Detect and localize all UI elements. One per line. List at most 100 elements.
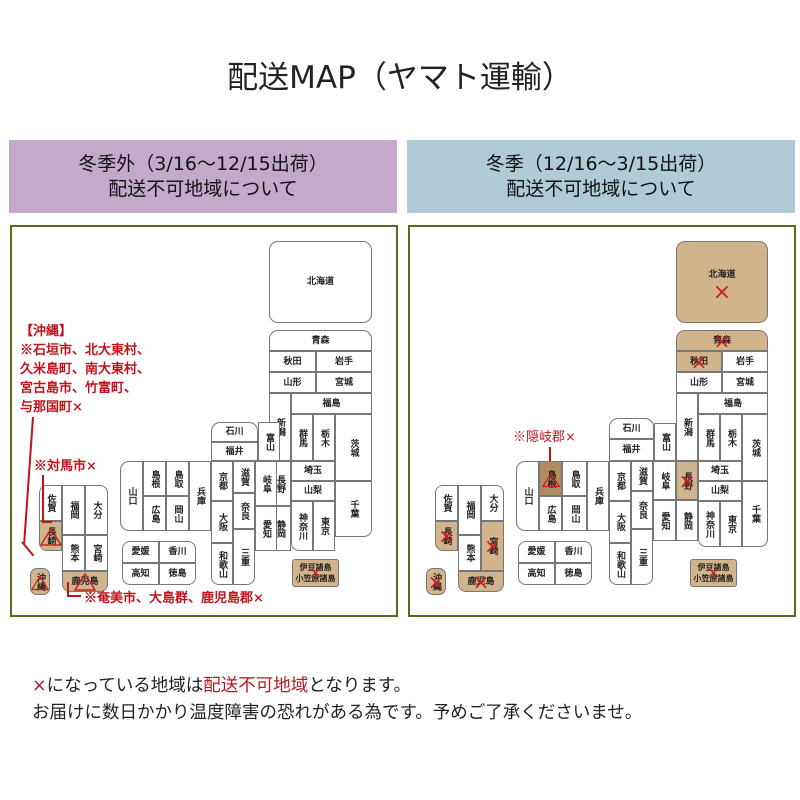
footer-cross-prefix: × — [32, 676, 47, 696]
pref-gunma: 群馬 — [291, 414, 313, 461]
off-season-header-period: 冬季外（3/16〜12/15出荷） — [78, 152, 328, 175]
pref-izu-ogasawara: 伊豆諸島 小笠原諸島 × — [690, 559, 737, 587]
pref-fukushima: 福島 — [291, 393, 372, 414]
pref-miyagi: 宮城 — [316, 372, 372, 393]
pref-shiga: 滋賀 — [631, 461, 653, 491]
pref-nara: 奈良 — [631, 491, 653, 529]
pref-okayama: 岡山 — [562, 496, 587, 531]
pref-wakayama: 和歌山 — [211, 543, 233, 585]
pref-ishikawa: 石川 — [609, 418, 654, 439]
pref-shimane: 島根 — [143, 461, 166, 496]
pref-fukuoka: 福岡 — [458, 485, 481, 535]
pref-fukuoka: 福岡 — [62, 485, 85, 535]
pref-niigata: 新潟 — [676, 393, 698, 461]
pref-tokyo: 東京 — [313, 501, 335, 551]
pref-hyogo: 兵庫 — [587, 461, 609, 531]
leader-line — [42, 475, 44, 522]
pref-mie: 三重 — [233, 529, 255, 585]
pref-nara: 奈良 — [233, 493, 255, 529]
pref-tokushima: 徳島 — [159, 563, 196, 585]
pref-toyama: 富山 — [654, 423, 676, 461]
pref-aomori: 青森 — [269, 330, 372, 351]
leader-line — [23, 416, 34, 544]
pref-wakayama: 和歌山 — [609, 543, 631, 585]
pref-ehime: 愛媛 — [122, 541, 159, 563]
pref-kagawa: 香川 — [159, 541, 196, 563]
pref-tottori: 鳥取 — [166, 461, 189, 496]
pref-yamanashi: 山梨 — [698, 481, 742, 501]
pref-saga: 佐賀 — [39, 485, 62, 521]
pref-gunma: 群馬 — [698, 414, 720, 461]
pref-shiga: 滋賀 — [233, 461, 255, 493]
pref-nagano: 長野 × — [676, 461, 698, 500]
pref-kochi: 高知 — [122, 563, 159, 585]
pref-tottori: 鳥取 — [562, 461, 587, 496]
pref-osaka: 大阪 — [609, 501, 631, 543]
pref-aomori: 青森 × — [676, 330, 768, 351]
pref-shimane: 島根 — [539, 461, 562, 496]
pref-hokkaido: 北海道 × — [676, 241, 768, 323]
pref-kyoto: 京都 — [609, 461, 631, 501]
pref-kanagawa: 神奈川 — [291, 501, 313, 551]
pref-oita: 大分 — [481, 485, 504, 521]
pref-shizuoka: 静岡 — [676, 500, 698, 541]
pref-chiba: 千葉 — [335, 481, 372, 537]
pref-osaka: 大阪 — [211, 501, 233, 543]
winter-header: 冬季（12/16〜3/15出荷） 配送不可地域について — [407, 140, 795, 213]
pref-toyama: 富山 — [258, 422, 280, 461]
pref-tochigi: 栃木 — [313, 414, 335, 461]
pref-hiroshima: 広島 — [539, 496, 562, 531]
pref-yamagata: 山形 — [676, 372, 722, 393]
pref-aichi: 愛知 — [255, 506, 277, 551]
winter-header-subtitle: 配送不可地域について — [506, 177, 696, 200]
pref-gifu: 岐阜 — [653, 461, 676, 500]
pref-miyagi: 宮城 — [722, 372, 768, 393]
pref-tokyo: 東京 — [720, 501, 742, 547]
oki-note: ※隠岐郡× — [513, 430, 576, 445]
pref-okayama: 岡山 — [166, 496, 189, 531]
pref-yamaguchi: 山口 — [516, 461, 539, 531]
okinawa-note: 【沖縄】 ※石垣市、北大東村、 久米島町、南大東村、 宮古島市、竹富町、 与那国… — [20, 324, 151, 415]
pref-gifu: 岐阜 — [255, 461, 277, 506]
leader-line — [21, 541, 35, 557]
pref-miyazaki: 宮崎 × — [481, 521, 504, 571]
pref-okinawa: 沖縄 × — [426, 568, 446, 595]
pref-fukushima: 福島 — [698, 393, 768, 414]
pref-hiroshima: 広島 — [143, 496, 166, 531]
pref-fukui: 福井 — [211, 442, 258, 461]
pref-yamaguchi: 山口 — [120, 461, 143, 531]
pref-aichi: 愛知 — [653, 500, 676, 541]
cross-mark-icon: × — [712, 280, 732, 306]
pref-nagasaki: 長崎 × — [435, 521, 458, 551]
pref-hyogo: 兵庫 — [189, 461, 211, 531]
off-season-map: 北海道 青森 秋田 岩手 山形 宮城 新潟 福島 群馬 栃木 茨城 埼玉 山梨 … — [10, 225, 398, 617]
pref-kumamoto: 熊本 — [62, 535, 85, 571]
leader-line — [549, 447, 551, 461]
pref-izu-ogasawara: 伊豆諸島 小笠原諸島 × — [292, 559, 339, 587]
pref-kanagawa: 神奈川 — [698, 501, 720, 547]
pref-yamagata: 山形 — [269, 372, 316, 393]
pref-ibaraki: 茨城 — [335, 414, 372, 481]
tsushima-note: ※対馬市× — [34, 459, 97, 474]
leader-line — [67, 582, 69, 596]
pref-saitama: 埼玉 — [698, 461, 742, 481]
pref-saitama: 埼玉 — [291, 461, 335, 481]
pref-mie: 三重 — [631, 529, 653, 585]
pref-saga: 佐賀 — [435, 485, 458, 521]
footer-highlight: 配送不可地域 — [203, 676, 309, 696]
pref-iwate: 岩手 — [722, 351, 768, 372]
pref-iwate: 岩手 — [316, 351, 372, 372]
leader-line — [42, 521, 52, 523]
pref-kyoto: 京都 — [211, 461, 233, 501]
footer-line1: ×になっている地域は配送不可地域となります。 — [32, 676, 412, 696]
pref-akita: 秋田 × — [676, 351, 722, 372]
pref-ehime: 愛媛 — [518, 541, 555, 563]
pref-chiba: 千葉 — [742, 481, 768, 547]
pref-kumamoto: 熊本 — [458, 535, 481, 571]
amami-note: ※奄美市、大島群、鹿児島郡× — [84, 591, 264, 606]
footer-note: ×になっている地域は配送不可地域となります。 お届けに数日かかり温度障害の恐れが… — [32, 673, 642, 727]
off-season-header-subtitle: 配送不可地域について — [108, 177, 298, 200]
leader-line — [67, 595, 81, 597]
pref-tokushima: 徳島 — [555, 563, 592, 585]
pref-yamanashi: 山梨 — [291, 481, 335, 501]
